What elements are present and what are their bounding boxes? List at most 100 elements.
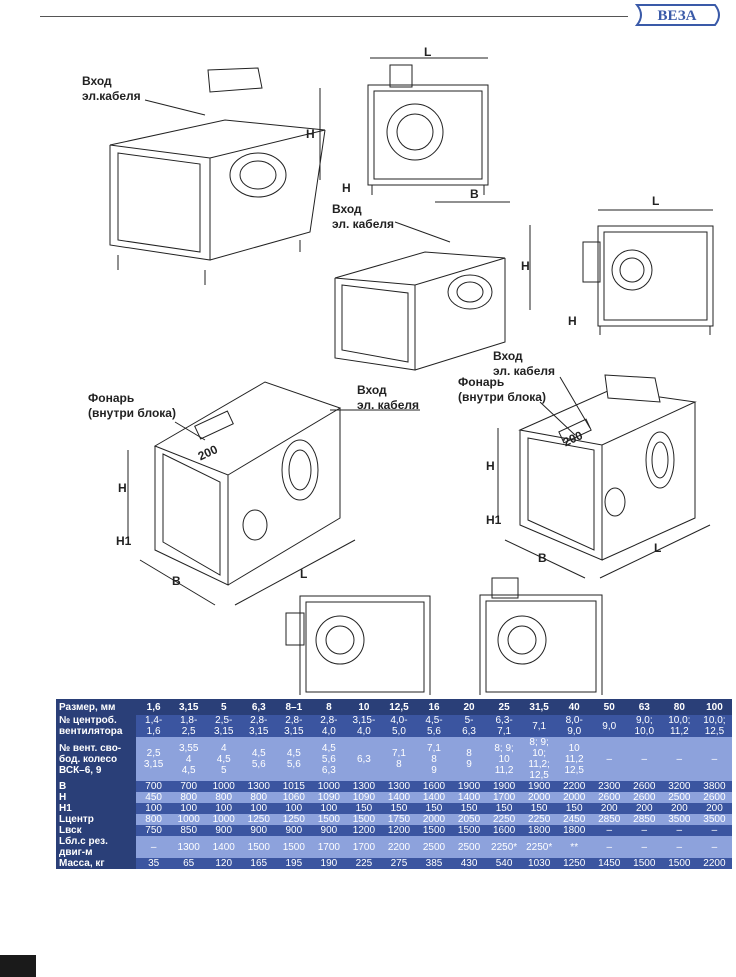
table-cell: 200 [696,803,732,814]
table-cell: 100 [241,803,277,814]
table-cell: 150 [346,803,382,814]
table-cell: 1300 [171,836,207,858]
table-cell: 100 [136,803,172,814]
table-cell: 2600 [591,792,627,803]
table-cell: 2250* [486,836,522,858]
svg-text:H1: H1 [116,534,132,548]
drawing-iso-4: 200 H H1 B L Фонарь (внутри блока) Вход … [458,349,711,579]
table-cell: 2450 [556,814,592,825]
table-cell: 1030 [521,858,557,869]
table-cell: 165 [241,858,277,869]
table-cell: 1500 [661,858,697,869]
svg-text:L: L [424,45,431,59]
table-cell: 1700 [486,792,522,803]
table-header-label: Размер, мм [56,699,137,715]
table-cell: 1400 [451,792,487,803]
size-header-cell: 63 [626,699,662,715]
table-cell: 3,15- 4,0 [346,715,382,737]
table-cell: 100 [206,803,242,814]
table-cell: 1600 [486,825,522,836]
table-cell: 3,55 4 4,5 [171,737,207,781]
table-cell: 2300 [591,781,627,792]
table-cell: 800 [241,792,277,803]
callout-cable-3b: эл. кабеля [357,398,419,412]
svg-text:B: B [538,551,547,565]
table-cell: 6,3- 7,1 [486,715,522,737]
table-cell: 1250 [241,814,277,825]
table-cell: 700 [171,781,207,792]
table-cell: 8; 9; 10 11,2 [486,737,522,781]
callout-cable-1a: Вход [82,74,112,88]
table-cell: 4,5 5,6 [276,737,312,781]
table-cell: 1,4- 1,6 [136,715,172,737]
size-header-cell: 8–1 [276,699,312,715]
svg-text:H: H [521,259,530,273]
table-cell: 700 [136,781,172,792]
callout-cable-3a: Вход [357,383,387,397]
table-cell: 3800 [696,781,732,792]
table-cell: – [661,825,697,836]
table-cell: 5- 6,3 [451,715,487,737]
callout-lamp-2a: Фонарь [458,375,504,389]
table-cell: 9,0 [591,715,627,737]
table-cell: 3500 [661,814,697,825]
table-cell: 2000 [556,792,592,803]
table-cell: 1700 [311,836,347,858]
table-cell: 7,1 [521,715,557,737]
drawing-bottom-views [285,577,603,695]
table-cell: 1500 [346,814,382,825]
table-cell: 1250 [556,858,592,869]
table-cell: – [626,825,662,836]
table-cell: 1300 [241,781,277,792]
veza-logo: ВЕЗА [634,4,720,26]
drawing-side-1: L H [568,194,714,335]
table-cell: 1000 [171,814,207,825]
table-cell: 150 [416,803,452,814]
svg-text:L: L [300,567,307,581]
table-cell: 1500 [276,836,312,858]
svg-text:H: H [306,127,315,141]
table-cell: 900 [241,825,277,836]
size-header-cell: 5 [206,699,242,715]
size-header-cell: 25 [486,699,522,715]
size-header-cell: 80 [661,699,697,715]
table-cell: 450 [136,792,172,803]
svg-text:H: H [486,459,495,473]
table-cell: 1000 [206,814,242,825]
table-cell: 1400 [416,792,452,803]
table-cell: 2,8- 3,15 [276,715,312,737]
table-cell: 10,0; 12,5 [696,715,732,737]
svg-text:200: 200 [196,442,220,463]
svg-text:B: B [470,187,479,201]
table-cell: – [136,836,172,858]
table-cell: 1200 [346,825,382,836]
table-cell: 1200 [381,825,417,836]
table-cell: 1600 [416,781,452,792]
table-cell: 385 [416,858,452,869]
size-header-cell: 40 [556,699,592,715]
row-label: H [56,792,137,803]
table-cell: 275 [381,858,417,869]
table-cell: 1700 [346,836,382,858]
table-cell: – [626,836,662,858]
table-cell: 750 [136,825,172,836]
table-cell: 8; 9; 10; 11,2; 12,5 [521,737,557,781]
table-cell: 900 [311,825,347,836]
size-header-cell: 100 [696,699,732,715]
table-cell: 2200 [381,836,417,858]
table-cell: 1000 [311,781,347,792]
table-cell: 1750 [381,814,417,825]
table-cell: 800 [136,814,172,825]
table-cell: 2500 [416,836,452,858]
table-cell: 3500 [696,814,732,825]
table-cell: 2,8- 4,0 [311,715,347,737]
svg-text:H: H [342,181,351,195]
table-cell: 100 [171,803,207,814]
size-header-cell: 10 [346,699,382,715]
size-header-cell: 6,3 [241,699,277,715]
table-cell: 2600 [626,792,662,803]
